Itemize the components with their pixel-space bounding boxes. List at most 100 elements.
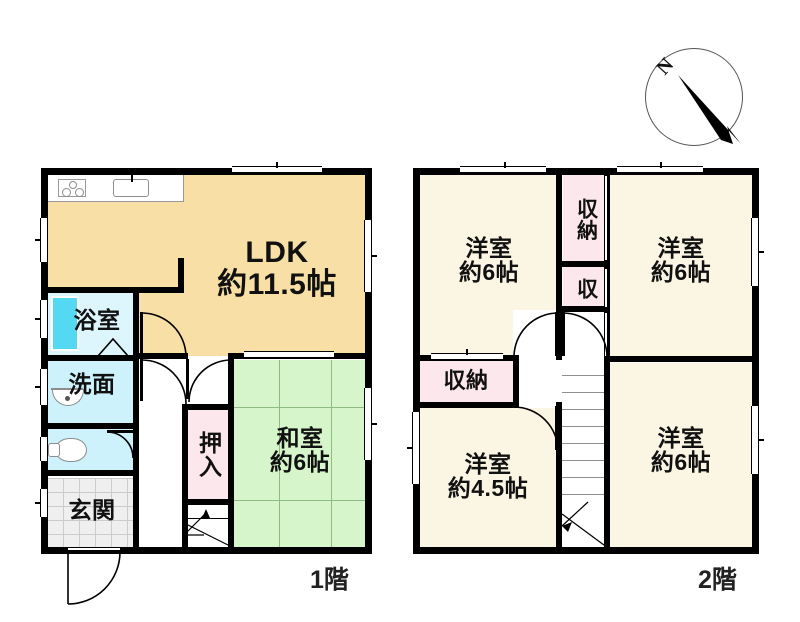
interior-wall-storage-divider bbox=[558, 261, 610, 267]
exterior-wall-left-2f bbox=[413, 168, 420, 554]
entrance-threshold bbox=[68, 548, 120, 550]
interior-wall-bath-wash bbox=[41, 355, 139, 361]
door-leaf bbox=[555, 406, 558, 450]
window-mullion bbox=[371, 255, 377, 257]
window-washitsu-top bbox=[244, 351, 334, 358]
interior-wall-ldk-south-mid bbox=[138, 353, 188, 359]
stair-rail-line bbox=[604, 362, 607, 420]
window-sw-left bbox=[412, 412, 420, 484]
oshiire-wall-top bbox=[182, 404, 234, 410]
interior-wall-ldk-notch-v bbox=[178, 258, 184, 293]
interior-wall-water-column bbox=[133, 287, 139, 547]
interior-wall-ldk-notch-h bbox=[138, 287, 184, 293]
exterior-wall-top-2f bbox=[413, 168, 759, 175]
door-swing-sw-room bbox=[513, 406, 559, 452]
storage-tall-door-line bbox=[605, 176, 607, 260]
tatami-line bbox=[234, 407, 366, 409]
stair-step bbox=[562, 426, 604, 428]
toilet-bowl-icon bbox=[55, 438, 87, 462]
interior-wall-stair-left bbox=[556, 402, 562, 554]
door-swing-ne-room bbox=[562, 312, 608, 358]
landing-door-line bbox=[605, 313, 607, 356]
interior-wall-storage-small-bottom bbox=[558, 306, 610, 312]
interior-wall-wash-toilet bbox=[41, 423, 139, 429]
door-swing-nw-room bbox=[513, 312, 559, 358]
room-oshiire-fill bbox=[186, 408, 230, 501]
vanity-drain-icon bbox=[65, 396, 70, 401]
window-mullion bbox=[35, 239, 41, 241]
storage-small-fill bbox=[563, 267, 608, 310]
interior-wall-washitsu-left bbox=[228, 353, 234, 554]
interior-wall-ldk-south-left bbox=[41, 287, 141, 293]
window-toilet bbox=[40, 437, 48, 461]
stair-down-arrow-icon bbox=[561, 501, 609, 549]
window-mullion bbox=[276, 162, 278, 168]
exterior-wall-right bbox=[365, 168, 372, 554]
stair-step bbox=[562, 409, 604, 411]
storage-small-door-line bbox=[605, 269, 607, 307]
oshiire-wall-bottom bbox=[182, 499, 234, 505]
vanity-top-line bbox=[51, 388, 83, 390]
stair-step bbox=[562, 392, 604, 394]
stair-step bbox=[562, 443, 604, 445]
door-swing-ldk-hall bbox=[141, 312, 187, 358]
storage-wide-wall-right bbox=[513, 355, 519, 408]
stair-wall-top bbox=[182, 505, 188, 547]
window-mullion bbox=[407, 447, 413, 449]
floor-2-caption: 2階 bbox=[698, 566, 737, 594]
stair-step bbox=[562, 460, 604, 462]
window-mullion bbox=[35, 318, 41, 320]
window-mullion bbox=[35, 386, 41, 388]
window-mullion bbox=[758, 439, 764, 441]
exterior-wall-top bbox=[41, 168, 372, 175]
tatami-line bbox=[331, 360, 333, 547]
interior-wall-ne-se bbox=[604, 356, 759, 362]
window-mullion bbox=[660, 162, 662, 168]
door-leaf bbox=[140, 359, 143, 401]
window-mullion bbox=[466, 349, 468, 355]
window-mullion bbox=[371, 423, 377, 425]
storage-tall-fill bbox=[563, 174, 608, 262]
oshiire-door-line bbox=[229, 410, 231, 499]
storage-wide-wall-bottom bbox=[413, 402, 519, 408]
stair-step bbox=[562, 477, 604, 479]
stove-burner-icon bbox=[69, 181, 77, 189]
window-mullion bbox=[758, 251, 764, 253]
exterior-wall-bottom-2f bbox=[413, 547, 759, 554]
door-swing-hall-a bbox=[141, 359, 187, 405]
room-yoshitsu-sw-fill bbox=[419, 408, 558, 547]
toilet-tank-icon bbox=[48, 443, 60, 457]
door-leaf bbox=[186, 359, 189, 399]
door-swing-toilet bbox=[106, 431, 134, 459]
bathtub-shape bbox=[51, 296, 79, 351]
entrance-tile-grid bbox=[47, 478, 138, 547]
stair-step bbox=[562, 494, 604, 496]
north-arrow-icon bbox=[678, 75, 741, 144]
entrance-door-swing bbox=[67, 551, 121, 605]
stair-well-fill bbox=[558, 310, 608, 547]
window-mullion bbox=[35, 502, 41, 504]
room-yoshitsu-se-fill bbox=[608, 363, 753, 547]
interior-wall-se-left bbox=[604, 356, 610, 554]
door-swing-washitsu bbox=[188, 359, 232, 403]
stair-edge-line bbox=[188, 518, 234, 520]
floor-1-caption: 1階 bbox=[310, 566, 349, 594]
door-leaf bbox=[562, 312, 565, 356]
door-leaf bbox=[555, 312, 558, 356]
window-nw-top bbox=[460, 166, 546, 173]
stair-step bbox=[562, 375, 604, 377]
stair-up-arrow-icon bbox=[183, 509, 233, 548]
room-washitsu-fill bbox=[234, 360, 366, 547]
door-leaf bbox=[140, 312, 143, 354]
interior-wall-toilet-entrance bbox=[41, 470, 139, 476]
interior-wall-landing-right bbox=[556, 306, 562, 360]
exterior-wall-left bbox=[41, 168, 48, 554]
door-leaf bbox=[107, 430, 133, 433]
stove-burner-icon bbox=[62, 188, 71, 197]
exterior-wall-bottom bbox=[41, 547, 372, 554]
stove-burner-icon bbox=[75, 188, 84, 197]
faucet-icon bbox=[131, 175, 133, 182]
oshiire-wall-left bbox=[182, 404, 188, 505]
